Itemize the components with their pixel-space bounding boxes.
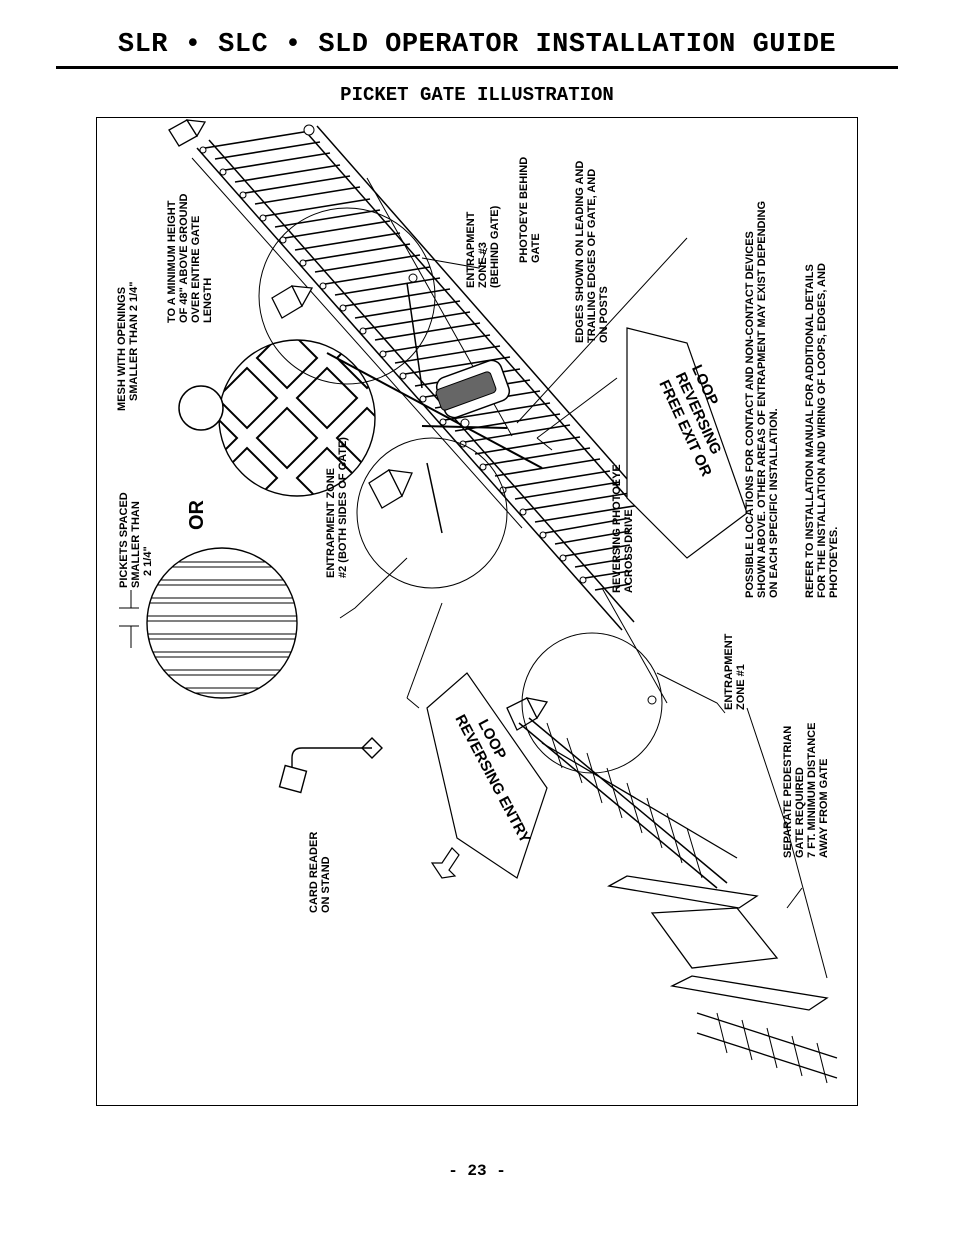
- svg-text:PHOTOEYES.: PHOTOEYES.: [828, 527, 840, 598]
- svg-text:ZONE #1: ZONE #1: [735, 664, 747, 710]
- zone2-label: ENTRAPMENT ZONE #2 (BOTH SIDES OF GATE): [325, 437, 349, 578]
- leader-lines: [339, 247, 803, 909]
- card-reader: [278, 737, 383, 794]
- svg-text:MESH WITH OPENINGS: MESH WITH OPENINGS: [116, 287, 128, 411]
- svg-text:LENGTH: LENGTH: [202, 278, 214, 323]
- svg-text:TRAILING EDGES OF GATE, AND: TRAILING EDGES OF GATE, AND: [586, 169, 598, 343]
- svg-text:OVER ENTIRE GATE: OVER ENTIRE GATE: [190, 216, 202, 323]
- svg-text:ENTRAPMENT: ENTRAPMENT: [465, 211, 477, 288]
- svg-text:(BEHIND GATE): (BEHIND GATE): [489, 205, 501, 288]
- card-reader-label: CARD READER ON STAND: [308, 832, 332, 913]
- pickets-label: PICKETS SPACED SMALLER THAN 2 1/4": [118, 492, 154, 588]
- svg-text:ON POSTS: ON POSTS: [598, 286, 610, 343]
- possible-locations-label: POSSIBLE LOCATIONS FOR CONTACT AND NON-C…: [744, 201, 780, 598]
- photoeye-behind-label: PHOTOEYE BEHIND GATE: [518, 157, 542, 263]
- svg-text:GATE: GATE: [530, 233, 542, 263]
- svg-text:PHOTOEYE BEHIND: PHOTOEYE BEHIND: [518, 157, 530, 263]
- svg-text:REFER TO INSTALLATION MANUAL F: REFER TO INSTALLATION MANUAL FOR ADDITIO…: [804, 264, 816, 598]
- section-title: PICKET GATE ILLUSTRATION: [340, 84, 614, 106]
- gate-operator: [303, 124, 657, 705]
- svg-text:ON STAND: ON STAND: [320, 856, 332, 913]
- svg-text:ACROSS DRIVE: ACROSS DRIVE: [623, 509, 635, 593]
- svg-text:FOR THE INSTALLATION AND WIRIN: FOR THE INSTALLATION AND WIRING OF LOOPS…: [816, 263, 828, 598]
- svg-text:PICKETS SPACED: PICKETS SPACED: [118, 492, 130, 588]
- document-title: SLR • SLC • SLD OPERATOR INSTALLATION GU…: [117, 30, 837, 60]
- mesh-label: MESH WITH OPENINGS SMALLER THAN 2 1/4": [116, 281, 140, 411]
- pedestrian-label: SEPARATE PEDESTRIAN GATE REQUIRED 7 FT. …: [782, 723, 830, 858]
- loop-signs: [426, 327, 748, 879]
- gate-posts: [168, 119, 549, 731]
- or-label: OR: [186, 499, 208, 530]
- picket-gate-illustration: OR: [96, 117, 858, 1106]
- svg-text:AWAY FROM GATE: AWAY FROM GATE: [818, 759, 830, 858]
- edges-label: EDGES SHOWN ON LEADING AND TRAILING EDGE…: [574, 161, 610, 343]
- arrow-icon: [430, 847, 460, 879]
- svg-text:ENTRAPMENT ZONE: ENTRAPMENT ZONE: [325, 468, 337, 578]
- reversing-photoeye-label: REVERSING PHOTOEYE ACROSS DRIVE: [611, 464, 635, 593]
- svg-text:ZONE #3: ZONE #3: [477, 242, 489, 288]
- svg-text:SMALLER THAN 2 1/4": SMALLER THAN 2 1/4": [128, 281, 140, 401]
- refer-label: REFER TO INSTALLATION MANUAL FOR ADDITIO…: [804, 263, 840, 598]
- svg-text:GATE REQUIRED: GATE REQUIRED: [794, 767, 806, 858]
- zone1-label: ENTRAPMENT ZONE #1: [723, 633, 747, 710]
- height-label: TO A MINIMUM HEIGHT OF 48" ABOVE GROUND …: [166, 193, 214, 323]
- svg-text:TO A MINIMUM HEIGHT: TO A MINIMUM HEIGHT: [166, 200, 178, 323]
- svg-text:OF 48" ABOVE GROUND: OF 48" ABOVE GROUND: [178, 193, 190, 323]
- svg-text:CARD READER: CARD READER: [308, 832, 320, 913]
- zone3-label: ENTRAPMENT ZONE #3 (BEHIND GATE): [465, 205, 501, 288]
- svg-text:2 1/4": 2 1/4": [142, 546, 154, 576]
- svg-text:SMALLER THAN: SMALLER THAN: [130, 501, 142, 588]
- svg-text:SHOWN ABOVE. OTHER AREAS OF EN: SHOWN ABOVE. OTHER AREAS OF ENTRAPMENT M…: [756, 201, 768, 598]
- svg-text:POSSIBLE LOCATIONS FOR CONTACT: POSSIBLE LOCATIONS FOR CONTACT AND NON-C…: [744, 231, 756, 598]
- svg-text:7 FT. MINIMUM DISTANCE: 7 FT. MINIMUM DISTANCE: [806, 723, 818, 858]
- mesh-inset: [178, 339, 376, 497]
- title-rule: [56, 66, 898, 69]
- page-number: - 23 -: [448, 1162, 506, 1180]
- pedestrian-fence: [518, 717, 838, 1084]
- svg-text:EDGES SHOWN ON LEADING AND: EDGES SHOWN ON LEADING AND: [574, 161, 586, 343]
- svg-text:REVERSING PHOTOEYE: REVERSING PHOTOEYE: [611, 464, 623, 593]
- svg-text:ON EACH SPECIFIC INSTALLATION.: ON EACH SPECIFIC INSTALLATION.: [768, 408, 780, 598]
- illustration-drawing: OR: [116, 119, 840, 1084]
- svg-text:ENTRAPMENT: ENTRAPMENT: [723, 633, 735, 710]
- svg-text:#2 (BOTH SIDES OF GATE): #2 (BOTH SIDES OF GATE): [337, 437, 349, 578]
- svg-text:SEPARATE PEDESTRIAN: SEPARATE PEDESTRIAN: [782, 726, 794, 858]
- sliding-gate: [191, 125, 643, 631]
